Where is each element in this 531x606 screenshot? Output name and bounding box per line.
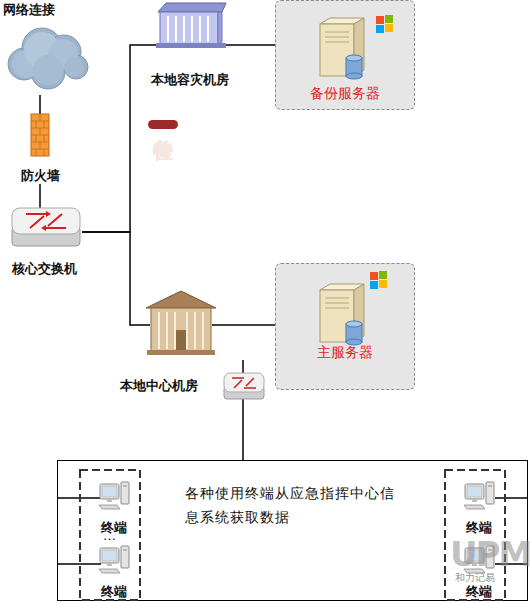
node-label: 本地中心机房 [120,378,198,394]
ellipsis-mark: … [103,528,116,543]
terminal-group-frame [80,470,140,600]
switch-body [224,386,264,399]
server-box: 备份服务器 [275,0,415,110]
switch-top [224,373,264,392]
terminal-node: 终端 [454,481,504,536]
cloud-node: 网络连接 [0,2,92,95]
cloud-part [8,48,40,80]
cloud-part [31,55,65,89]
building-door [176,330,186,351]
dr-building-icon [156,3,226,48]
connector-line [39,95,41,114]
building-node: 本地中心机房 [115,290,260,396]
firewall-wall [31,114,49,156]
connector-line [222,44,275,46]
cloud-part [33,55,63,85]
building-body [160,12,218,44]
building-base [147,350,215,355]
connector-line [57,563,101,565]
logo-watermark: 和力记易 [455,571,495,585]
cloud-part [12,50,40,78]
connector-line [212,324,275,326]
building-columns [168,16,208,42]
core-switch-icon [12,208,80,246]
connector-line [82,45,158,232]
connector-line [242,360,244,460]
node-label: 主服务器 [317,344,373,361]
cloud-part [48,39,78,69]
switch-body [12,226,80,246]
cloud-part [64,57,84,77]
logo-watermark: UPM [450,534,530,574]
terminal-icon [464,482,494,509]
switch-node: 核心交换机 [2,205,86,277]
node-label: 核心交换机 [12,261,77,277]
building-roof [146,291,216,308]
switch-arrowhead [41,225,46,231]
access-switch-icon [224,373,264,399]
switch-top [12,208,80,234]
brick-lines [31,114,49,156]
seal-watermark: 备特佳 [148,120,178,129]
terminal-node: 终端 [89,547,139,600]
connector-line [495,497,528,499]
connector-line [57,497,101,499]
firewall-node: 防火墙 [10,110,70,184]
node-label: 网络连接 [3,2,55,18]
node-label: 各种使用终端从应急指挥中心信息系统获取数据 [185,481,401,529]
switch-arrowhead [46,211,51,217]
server-box: 主服务器 [275,263,415,390]
node-label: 本地容灾机房 [151,72,229,88]
terminal-icon [99,482,129,509]
building-columns [159,312,203,349]
terminal-icon [99,546,129,573]
firewall-icon [31,114,49,156]
building-node: 本地容灾机房 [140,0,240,88]
switch-arrows [232,378,256,388]
building-body [151,308,211,351]
switch-arrows [26,214,66,228]
node-label: 终端 [466,520,492,536]
cloud-icon [8,28,88,89]
center-building-icon [146,291,216,355]
terminal-node: 终端 [89,481,139,536]
building-base [156,43,226,48]
building-roof [158,3,226,12]
node-label: 防火墙 [21,168,60,184]
connector-line [39,184,41,209]
cloud-part [47,35,81,69]
node-label: 终端 [101,584,127,600]
node-label: 终端 [466,584,492,600]
building-side [218,12,222,44]
cloud-part [64,55,88,79]
node-label: 备份服务器 [310,85,380,102]
cloud-part [22,28,62,68]
cloud-part [24,32,60,68]
connector-line [82,232,150,325]
